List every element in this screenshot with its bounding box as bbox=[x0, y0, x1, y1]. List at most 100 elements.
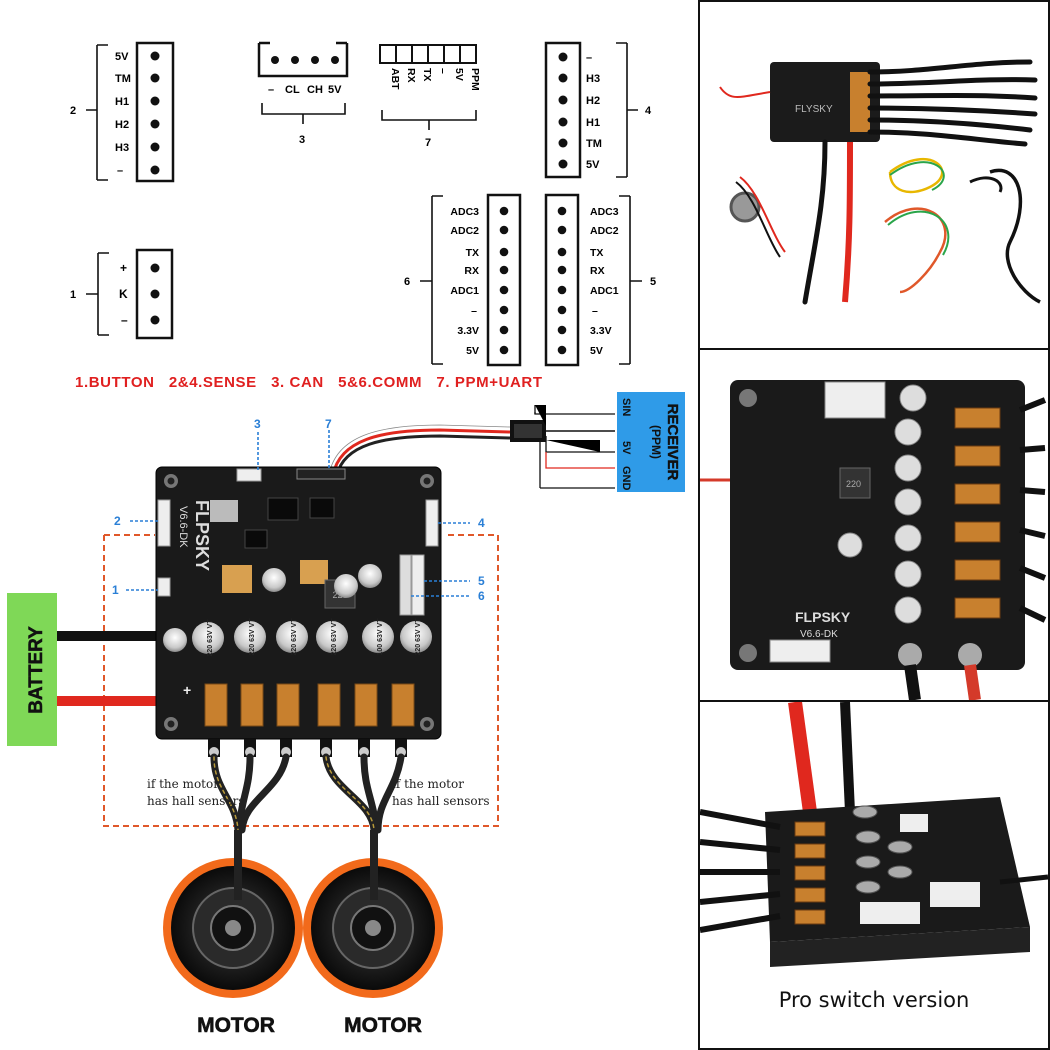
c6-pin-label: 5V bbox=[466, 345, 479, 357]
cap-label: 220 63V VT bbox=[249, 618, 256, 656]
battery-label: BATTERY bbox=[26, 626, 47, 714]
kit-board-silk: FLYSKY bbox=[795, 104, 833, 115]
receiver-subtitle: (PPM) bbox=[649, 425, 663, 459]
motor-wires bbox=[210, 753, 405, 924]
esc-board: FLPSKY V6.6-DK 220 220 63V VT 220 63V VT bbox=[155, 466, 442, 757]
board-conn-3 bbox=[236, 468, 262, 482]
c6-pin-label: 3.3V bbox=[457, 325, 479, 337]
pro-switch-caption: Pro switch version bbox=[778, 988, 970, 1012]
c5-pin-label: – bbox=[592, 305, 598, 317]
connector-3-number: 3 bbox=[299, 134, 305, 146]
c7-pin-label: 5V bbox=[453, 68, 465, 81]
hall-note-right-line1: if the motor bbox=[392, 777, 464, 791]
pro-board-illustration bbox=[700, 702, 1048, 967]
c1-pin-label: – bbox=[121, 313, 128, 327]
c6-pin-label: TX bbox=[466, 247, 479, 259]
receiver-pin: SIN bbox=[620, 398, 632, 416]
receiver-box: RECEIVER (PPM) SIN 5V GND bbox=[617, 392, 685, 492]
board-silk-version: V6.6-DK bbox=[177, 506, 189, 548]
c2-pin-label: – bbox=[117, 165, 123, 177]
connector-legend: 1.BUTTON 2&4.SENSE 3. CAN 5&6.COMM 7. PP… bbox=[75, 374, 543, 391]
c3-pin-label: CH bbox=[307, 84, 323, 96]
c5-pin-label: 5V bbox=[590, 345, 603, 357]
cap-label: 100 63V VT bbox=[377, 618, 384, 656]
board-plus-mark: + bbox=[183, 682, 191, 698]
sensor-boundary bbox=[103, 534, 499, 827]
receiver-title: RECEIVER bbox=[664, 404, 681, 481]
hall-note-right-line2: has hall sensors bbox=[392, 794, 490, 808]
c4-pin-label: H3 bbox=[586, 73, 600, 85]
c3-pin-label: 5V bbox=[328, 84, 342, 96]
receiver-cable bbox=[327, 405, 615, 489]
c2-pin-label: H2 bbox=[115, 119, 129, 131]
c1-pin-label: + bbox=[120, 261, 127, 275]
connector-7: ABT RX TX – 5V PPM 7 bbox=[379, 44, 481, 149]
connector-4: – H3 H2 H1 TM 5V 4 bbox=[544, 41, 652, 179]
cap-label: 220 63V VT bbox=[331, 618, 338, 656]
c2-pin-label: 5V bbox=[115, 51, 129, 63]
callout-4: 4 bbox=[478, 516, 485, 530]
connector-3: – CL CH 5V 3 bbox=[257, 41, 349, 146]
c4-pin-label: H1 bbox=[586, 117, 600, 129]
connector-5: ADC3 ADC2 TX RX ADC1 – 3.3V 5V 5 bbox=[544, 193, 656, 367]
c6-pin-label: – bbox=[471, 305, 477, 317]
wiring-diagram: 2 5V TM H1 H2 H3 – – CL CH 5V 3 bbox=[7, 41, 685, 1037]
mosfets bbox=[204, 683, 415, 727]
hall-note-left-line2: has hall sensors bbox=[147, 794, 245, 808]
c6-pin-label: RX bbox=[464, 265, 479, 277]
callout-7: 7 bbox=[325, 417, 332, 431]
receiver-pin: GND bbox=[620, 466, 632, 491]
c6-pin-label: ADC3 bbox=[450, 206, 479, 218]
board-callouts bbox=[126, 430, 470, 597]
c2-pin-label: H1 bbox=[115, 96, 129, 108]
c7-pin-label: RX bbox=[405, 68, 417, 83]
c1-pin-label: K bbox=[119, 287, 128, 301]
motor-label-right: MOTOR bbox=[344, 1014, 422, 1037]
receiver-pin: 5V bbox=[620, 441, 632, 455]
connector-2-pins: 5V TM H1 H2 H3 – bbox=[115, 51, 160, 177]
top-board-silk-version: V6.6-DK bbox=[800, 629, 838, 640]
bulk-capacitors: 220 63V VT 220 63V VT 220 63V VT 220 63V… bbox=[163, 618, 432, 656]
connector-7-number: 7 bbox=[425, 137, 431, 149]
photo-pro-switch: Pro switch version bbox=[698, 700, 1050, 1050]
c6-pin-label: ADC1 bbox=[450, 285, 479, 297]
c2-pin-label: H3 bbox=[115, 142, 129, 154]
board-conn-7 bbox=[296, 468, 346, 480]
photo-kit-contents: FLYSKY bbox=[698, 0, 1050, 350]
c7-pin-label: ABT bbox=[389, 68, 401, 90]
phase-terminals bbox=[208, 739, 407, 757]
connector-1-number: 1 bbox=[70, 289, 76, 301]
cap-label: 220 63V VT bbox=[291, 618, 298, 656]
connector-1: 1 + K – bbox=[70, 248, 174, 340]
c5-pin-label: RX bbox=[590, 265, 605, 277]
connector-6-number: 6 bbox=[404, 276, 410, 288]
board-conn-2 bbox=[157, 499, 171, 547]
hall-note-left-line1: if the motor bbox=[147, 777, 219, 791]
c4-pin-label: – bbox=[586, 52, 592, 64]
connector-4-number: 4 bbox=[645, 105, 652, 117]
connector-6: 6 ADC3 ADC2 TX RX ADC1 – 3.3V 5V bbox=[404, 193, 522, 367]
board-conn-1 bbox=[157, 577, 171, 597]
c2-pin-label: TM bbox=[115, 73, 131, 85]
c7-pin-label: PPM bbox=[469, 68, 481, 91]
motor-left bbox=[163, 830, 303, 998]
callout-6: 6 bbox=[478, 589, 485, 603]
top-board-inductor-label: 220 bbox=[846, 479, 861, 489]
c6-pin-label: ADC2 bbox=[450, 225, 479, 237]
c5-pin-label: ADC2 bbox=[590, 225, 619, 237]
connector-2-number: 2 bbox=[70, 105, 76, 117]
c3-pin-label: – bbox=[268, 84, 274, 96]
small-capacitors bbox=[262, 564, 382, 598]
c3-pin-label: CL bbox=[285, 84, 300, 96]
c4-pin-label: H2 bbox=[586, 95, 600, 107]
c5-pin-label: 3.3V bbox=[590, 325, 612, 337]
board-conn-4 bbox=[425, 499, 439, 547]
callout-3: 3 bbox=[254, 417, 261, 431]
board-conn-5 bbox=[411, 554, 425, 616]
motor-label-left: MOTOR bbox=[197, 1014, 275, 1037]
callout-1: 1 bbox=[112, 583, 119, 597]
c5-pin-label: ADC3 bbox=[590, 206, 619, 218]
c5-pin-label: TX bbox=[590, 247, 603, 259]
motor-right bbox=[303, 830, 443, 998]
